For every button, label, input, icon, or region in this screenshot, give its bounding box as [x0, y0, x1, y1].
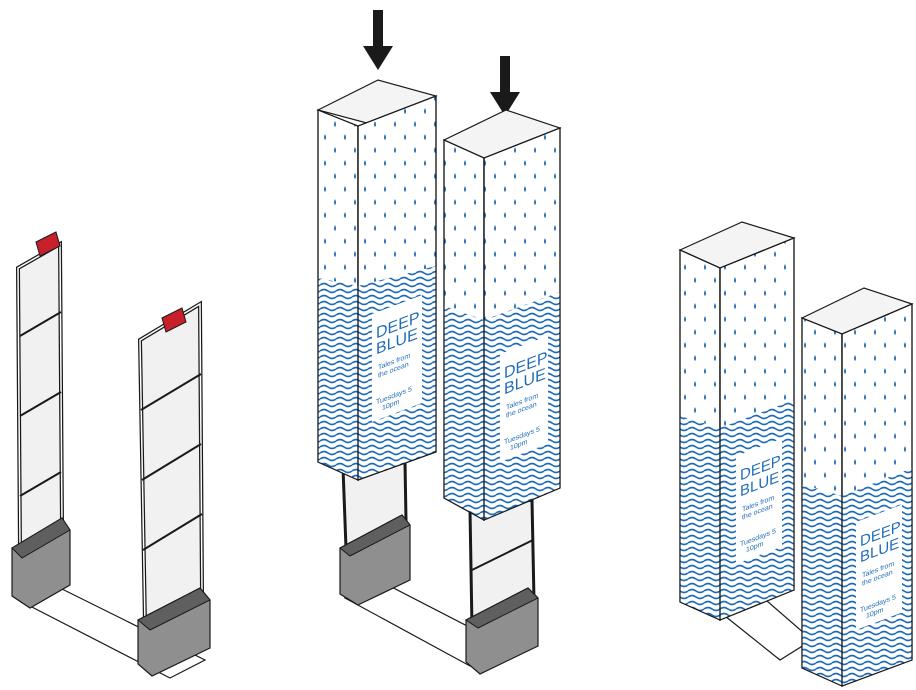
- cover-sleeve: DEEP BLUE Tales from the ocean Tuesdays …: [678, 221, 796, 621]
- gate-fully-covered-right: DEEP BLUE Tales from the ocean Tuesdays …: [678, 221, 914, 687]
- down-arrow-icon: [363, 10, 393, 70]
- tag-sensor: [35, 231, 61, 257]
- gate-antenna-1: [11, 231, 71, 609]
- gate-with-covers-middle: DEEP BLUE Tales from the ocean Tuesdays …: [316, 10, 562, 675]
- down-arrow-icon: [490, 56, 520, 116]
- cover-sleeve: DEEP BLUE Tales from the ocean Tuesdays …: [442, 109, 562, 522]
- cover-sleeve: DEEP BLUE Tales from the ocean Tuesdays …: [316, 79, 438, 481]
- cover-sleeve: DEEP BLUE Tales from the ocean Tuesdays …: [800, 287, 914, 687]
- gate-antenna-2: [137, 300, 211, 677]
- tag-sensor: [161, 307, 187, 333]
- security-gate-left: [11, 231, 211, 679]
